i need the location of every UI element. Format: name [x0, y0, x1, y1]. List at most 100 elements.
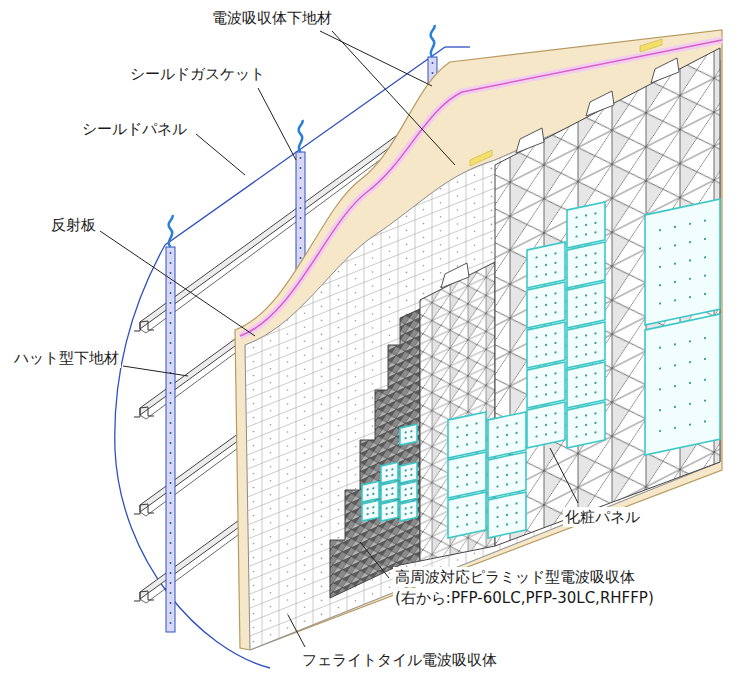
tile-dot	[270, 382, 272, 384]
tile-dot	[253, 529, 255, 531]
leader-line	[550, 448, 578, 503]
panel-dot	[405, 513, 407, 516]
tile-dot	[321, 404, 323, 406]
tile-dot	[253, 375, 255, 377]
tile-dot	[457, 125, 459, 127]
tile-dot	[457, 139, 459, 141]
panel-face	[381, 500, 398, 521]
gasket-dot	[170, 542, 172, 544]
tile-dot	[491, 210, 493, 212]
panel-dot	[704, 358, 706, 361]
tile-dot	[304, 564, 306, 566]
tile-dot	[423, 153, 425, 155]
pyramid-tab	[516, 128, 544, 153]
tile-dot	[372, 313, 374, 315]
tile-dot	[423, 125, 425, 127]
tile-joint	[240, 574, 720, 682]
panel-dot	[475, 472, 477, 475]
panel-dot	[515, 502, 517, 505]
tile-dot	[474, 608, 476, 610]
tile-dot	[287, 529, 289, 531]
tile-dot	[253, 557, 255, 559]
tile-dot	[389, 222, 391, 224]
tile-dot	[355, 138, 357, 140]
tile-dot	[338, 635, 340, 637]
panel-dot	[535, 416, 537, 419]
tile-dot	[389, 208, 391, 210]
gasket-dot	[170, 482, 172, 484]
part-label: 電波吸収体下地材	[210, 8, 334, 28]
hat-channel-section	[134, 407, 154, 417]
gasket-dot	[300, 217, 302, 219]
tile-dot	[389, 572, 391, 574]
panel-dot	[594, 431, 596, 434]
leader-line	[196, 134, 245, 175]
tile-dot	[474, 258, 476, 260]
medium-pyramid-absorber	[420, 262, 495, 561]
gasket-dot	[300, 177, 302, 179]
tile-dot	[406, 174, 408, 176]
tile-dot	[287, 571, 289, 573]
tile-dot	[355, 320, 357, 322]
decorative-panel	[567, 362, 605, 408]
panel-dot	[594, 422, 596, 425]
tile-dot	[406, 188, 408, 190]
gasket-dot	[170, 412, 172, 414]
panel-dot	[545, 313, 547, 316]
tile-dot	[440, 188, 442, 190]
panel-dot	[410, 436, 412, 439]
hat-channel-section	[134, 504, 154, 514]
tile-dot	[372, 411, 374, 413]
leader-line	[360, 542, 389, 578]
tile-dot	[406, 272, 408, 274]
panel-face	[527, 362, 565, 408]
panel-dot	[535, 315, 537, 318]
tile-dot	[338, 355, 340, 357]
panel-dot	[535, 266, 537, 269]
decorative-panel	[488, 452, 526, 498]
panel-dot	[475, 432, 477, 435]
gasket-dot	[300, 257, 302, 259]
tile-dot	[270, 606, 272, 608]
tile-dot	[372, 635, 374, 637]
panel-dot	[594, 231, 596, 234]
tile-dot	[372, 243, 374, 245]
tile-dot	[355, 222, 357, 224]
panel-dot	[456, 516, 458, 519]
panel-dot	[594, 351, 596, 354]
panel-dot	[405, 494, 407, 497]
tile-dot	[389, 236, 391, 238]
panel-dot	[554, 351, 556, 354]
tile-dot	[287, 445, 289, 447]
gasket-dot	[170, 602, 172, 604]
tile-dot	[372, 369, 374, 371]
tile-joint	[262, 0, 263, 682]
panel-dot	[585, 374, 587, 377]
tile-dot	[491, 140, 493, 142]
panel-dot	[515, 441, 517, 444]
tile-dot	[474, 174, 476, 176]
decorative-panel	[488, 492, 526, 538]
tile-dot	[338, 439, 340, 441]
panel-dot	[410, 512, 412, 515]
tile-dot	[270, 284, 272, 286]
tile-dot	[321, 586, 323, 588]
gasket-dot	[300, 237, 302, 239]
panel-dot	[515, 521, 517, 524]
tile-dot	[440, 622, 442, 624]
panel-dot	[405, 431, 407, 434]
panel-dot	[585, 334, 587, 337]
panel-dot	[554, 332, 556, 335]
panel-dot	[456, 485, 458, 488]
tile-joint	[240, 602, 720, 682]
gasket-cable	[169, 215, 173, 247]
panel-dot	[659, 367, 661, 370]
panel-dot	[554, 412, 556, 415]
gasket-dot	[170, 442, 172, 444]
tile-dot	[406, 636, 408, 638]
pyramid-tabs	[441, 58, 679, 288]
tile-dot	[355, 600, 357, 602]
tile-dot	[338, 397, 340, 399]
panel-dot	[386, 507, 388, 510]
panel-dot	[575, 386, 577, 389]
